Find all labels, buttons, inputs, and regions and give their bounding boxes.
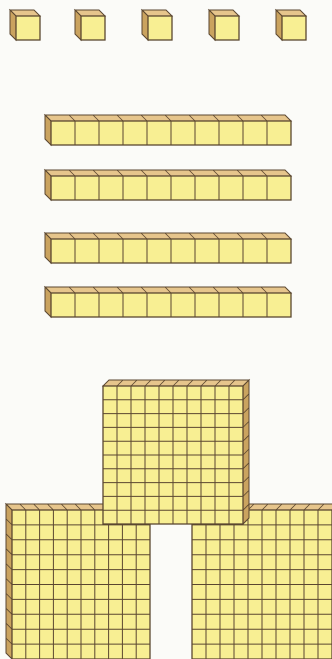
ten-rod	[45, 115, 291, 145]
unit-cube	[75, 10, 105, 40]
unit-cube	[142, 10, 172, 40]
unit-cube	[276, 10, 306, 40]
unit-cube	[209, 10, 239, 40]
unit-cube	[10, 10, 40, 40]
ten-rod	[45, 233, 291, 263]
hundred-flat	[192, 504, 332, 659]
hundred-flat	[103, 380, 249, 524]
ten-rod	[45, 287, 291, 317]
hundred-flat	[6, 504, 150, 659]
ten-rod	[45, 170, 291, 200]
